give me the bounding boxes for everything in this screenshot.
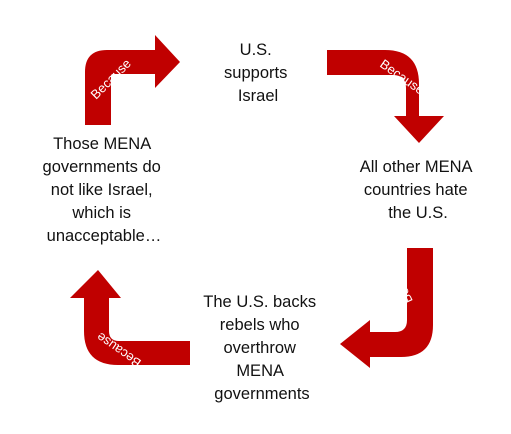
node-line: All other MENA [360,158,473,176]
node-line: which is [71,204,131,222]
node-left-text: Those MENA governments do not like Israe… [43,135,166,245]
node-line: rebels who [220,316,300,334]
node-line: supports [224,64,287,82]
arrow-bottom-to-left: Because [70,270,190,371]
node-line: Israel [238,87,278,105]
node-line: unacceptable… [47,227,162,245]
bent-arrow-shape [340,248,433,368]
node-line: countries hate [364,181,468,199]
node-line: U.S. [240,41,272,59]
bent-arrow-shape [327,50,444,143]
node-line: MENA [236,362,284,380]
node-line: The U.S. backs [203,293,316,311]
node-top-text: U.S. supports Israel [224,41,292,105]
node-line: governments do [43,158,161,176]
arrow-left-to-top: Because [85,35,180,125]
arrow-right-to-bottom: Because [340,248,433,368]
node-line: not like Israel, [51,181,153,199]
node-right-text: All other MENA countries hate the U.S. [360,158,476,222]
bent-arrow-shape [85,35,180,125]
node-line: Those MENA [53,135,151,153]
node-line: the U.S. [388,204,448,222]
node-line: overthrow [223,339,296,357]
arrow-top-to-right: Because [327,50,444,143]
bent-arrow-shape [70,270,190,365]
node-line: governments [214,385,309,403]
node-bottom-text: The U.S. backs rebels who overthrow MENA… [203,293,320,403]
